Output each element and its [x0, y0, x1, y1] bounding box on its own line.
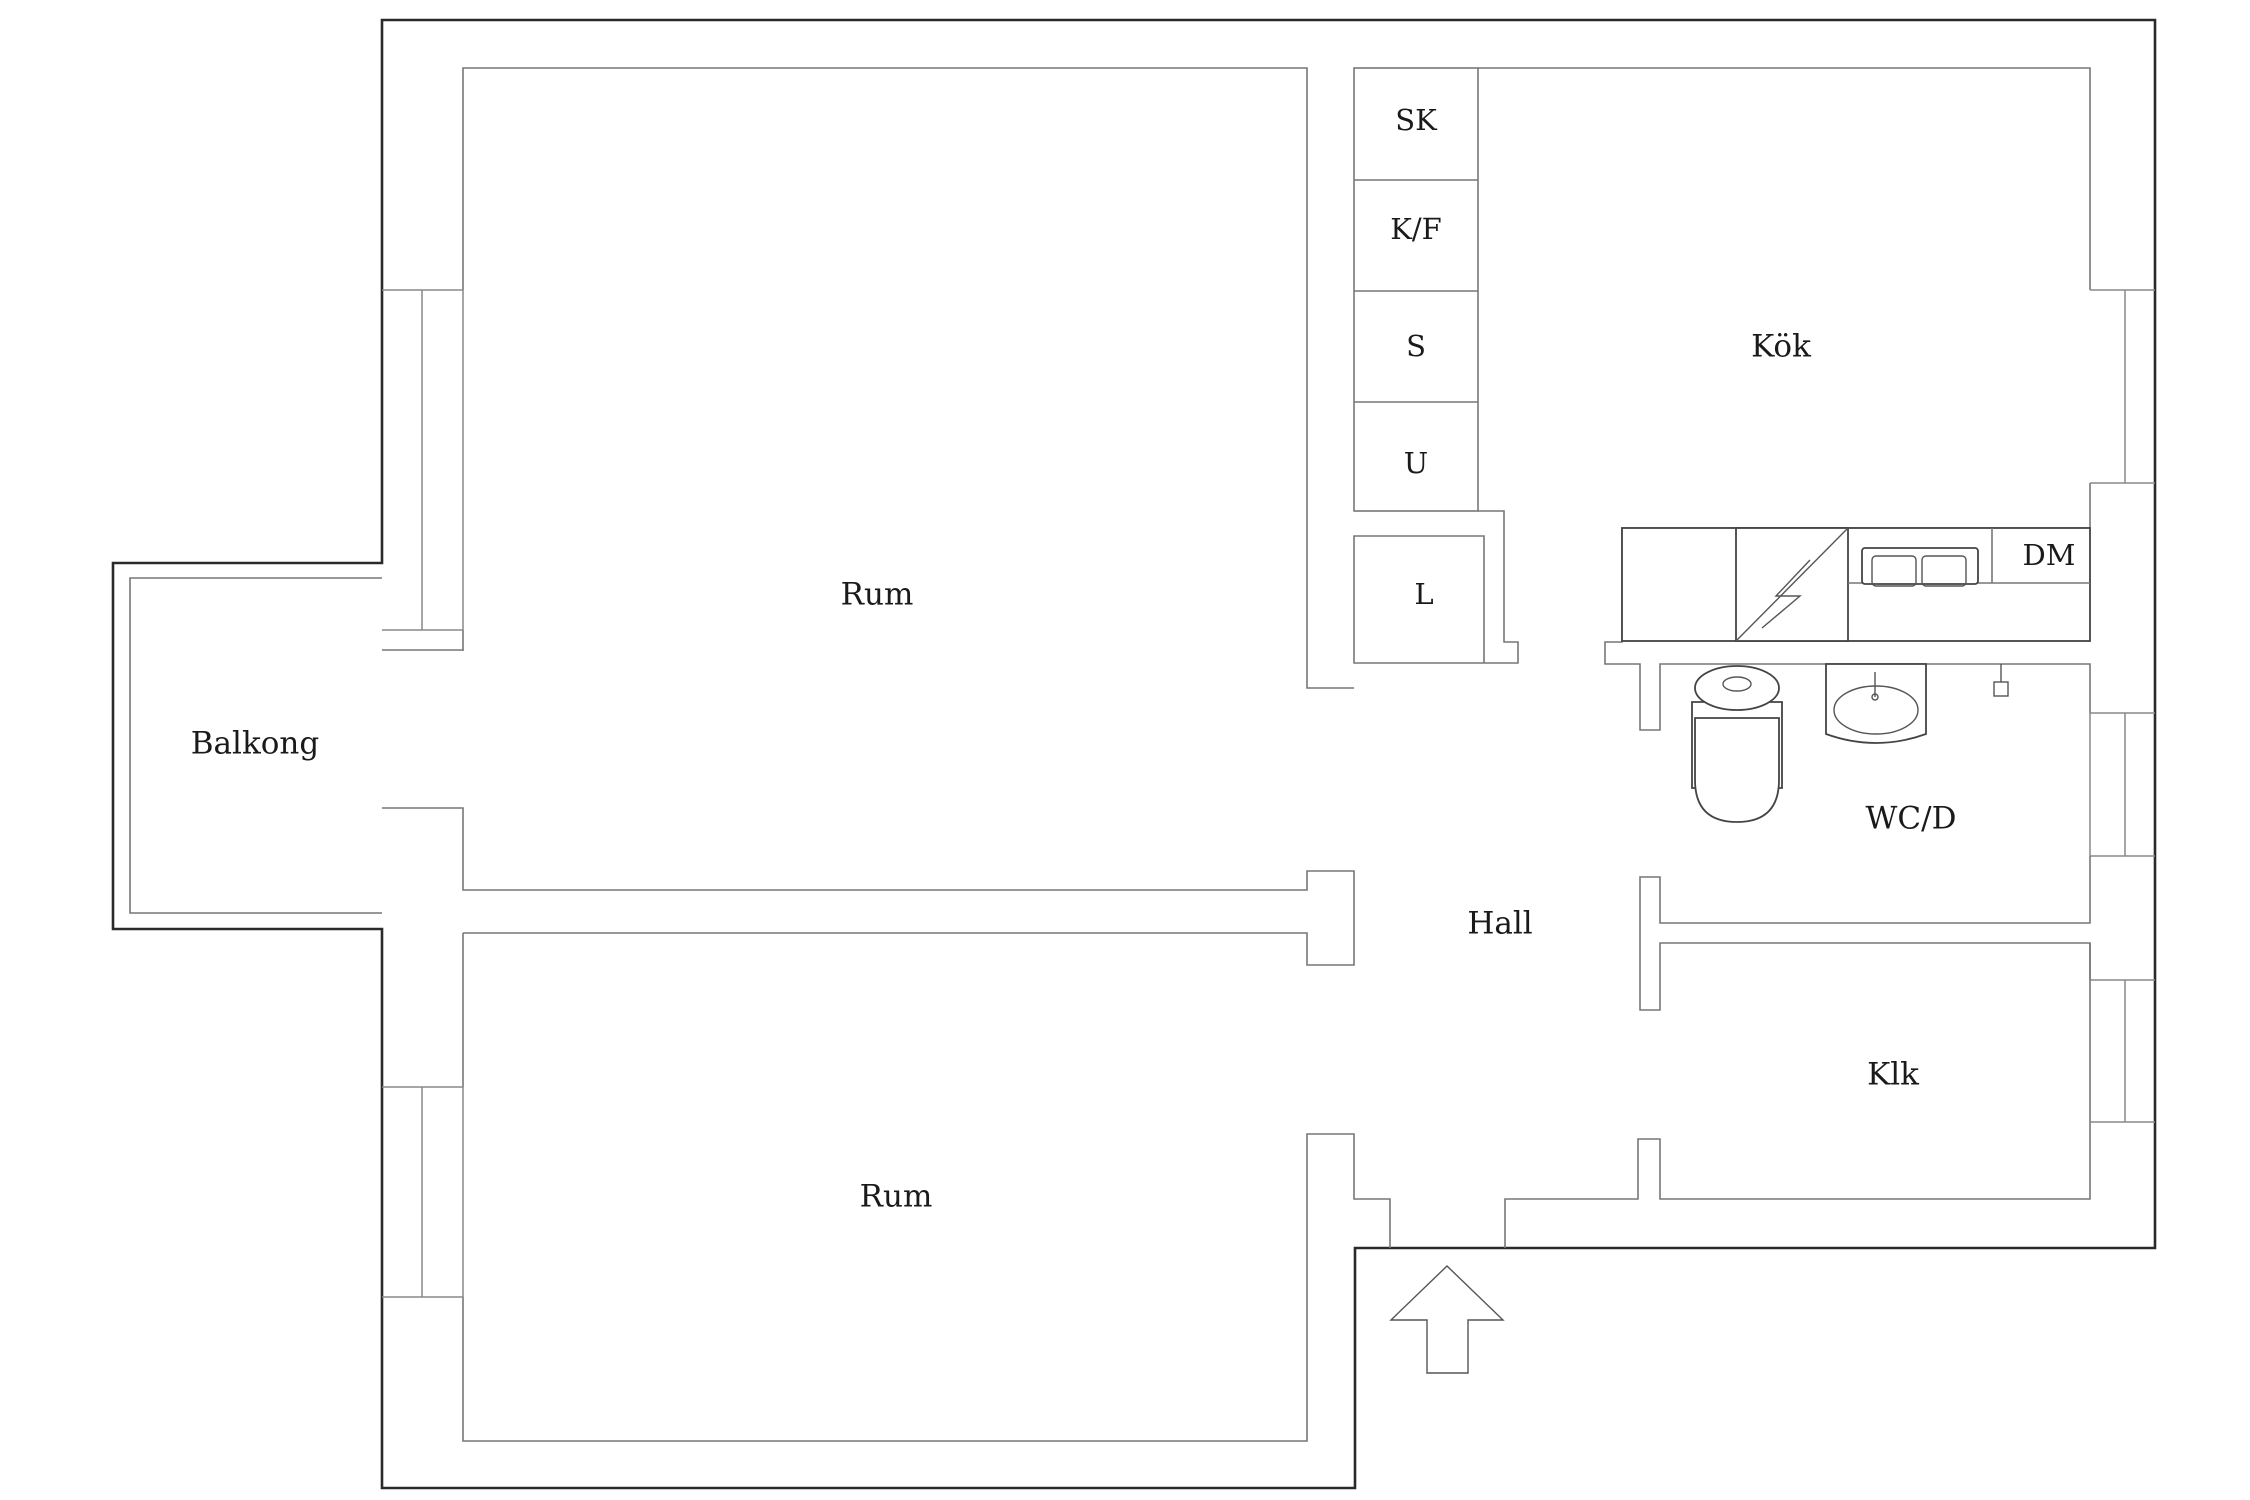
cabinet-label-sk: SK [1395, 103, 1438, 137]
room-label-rum-bottom: Rum [860, 1179, 933, 1215]
stove-lightning-icon [1761, 559, 1811, 629]
window-left-top [382, 289, 464, 631]
room-label-balkong: Balkong [191, 726, 319, 762]
room-rum-top-walls [382, 67, 1355, 966]
floor-drain-icon [1993, 664, 2009, 697]
room-label-klk: Klk [1867, 1057, 1919, 1093]
wc-klk-walls [1639, 856, 2091, 1011]
room-label-hall: Hall [1467, 906, 1532, 942]
room-label-rum-top: Rum [841, 577, 914, 613]
cabinet-label-kf: K/F [1390, 212, 1442, 246]
toilet-icon [1691, 665, 1783, 823]
washbasin-icon [1825, 663, 1927, 744]
kitchen-counter [1621, 527, 2091, 642]
window-left-bottom [382, 1086, 464, 1298]
window-right-wc [2089, 712, 2155, 857]
cabinet-label-l: L [1414, 577, 1433, 611]
balcony-inner-wall [129, 577, 382, 914]
window-right-kitchen [2090, 289, 2155, 484]
sink-double-icon [1861, 547, 1979, 587]
room-label-kok: Kök [1751, 329, 1811, 365]
cabinet-column [1353, 67, 1519, 664]
cabinet-label-u: U [1404, 446, 1428, 480]
exterior-wall [111, 18, 2157, 1490]
room-rum-bottom-walls [462, 933, 2091, 1442]
entrance-arrow-icon [1389, 1265, 1505, 1374]
cabinet-label-dm: DM [2023, 538, 2076, 572]
window-right-klk [2089, 979, 2155, 1123]
room-label-wc: WC/D [1866, 801, 1957, 837]
cabinet-label-s: S [1406, 329, 1426, 363]
